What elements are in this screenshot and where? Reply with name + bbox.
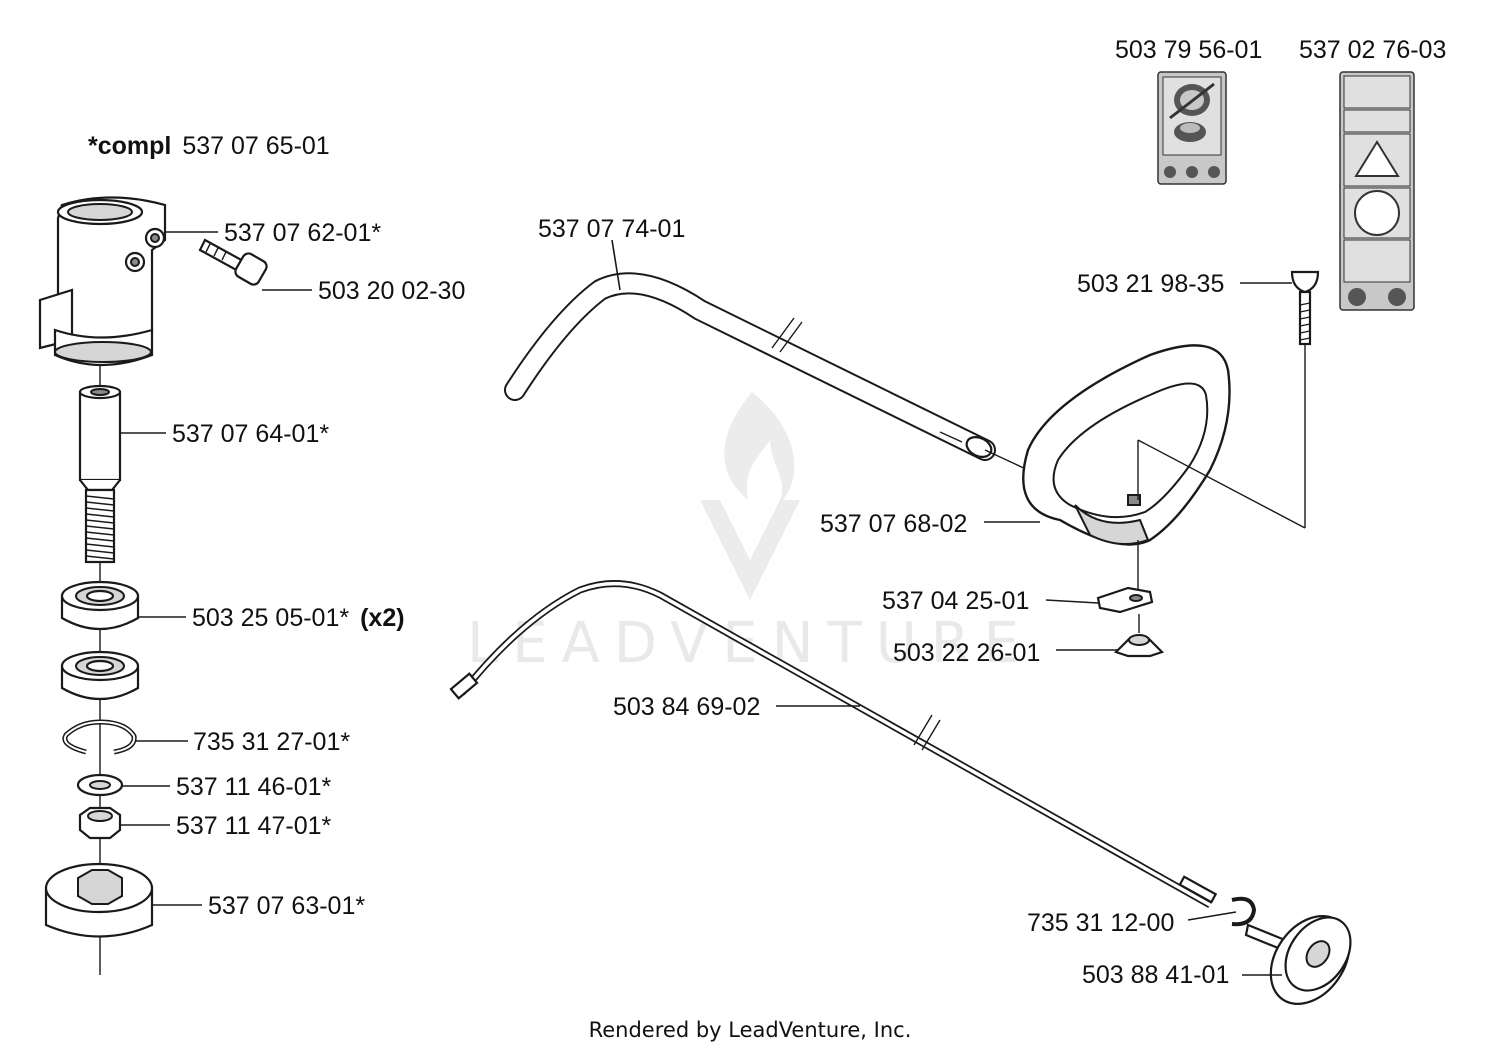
ball-bearing-upper — [60, 580, 140, 631]
label-537042501: 537 04 25-01 — [882, 587, 1029, 615]
clamp-screw — [198, 238, 268, 286]
label-735311200: 735 31 12-00 — [1027, 909, 1174, 937]
drive-shaft — [449, 580, 1218, 909]
drive-cup — [44, 862, 154, 938]
label-537076201: 537 07 62-01* — [224, 219, 381, 247]
handle-tube — [504, 272, 1029, 471]
label-735312701: 735 31 27-01* — [193, 728, 350, 756]
label-503884101: 503 88 41-01 — [1082, 961, 1229, 989]
label-texts: *compl 537 07 65-01 537 07 62-01* 503 20… — [88, 36, 1446, 989]
kit-prefix: *compl — [88, 132, 171, 160]
retaining-ring — [62, 719, 137, 755]
left-leaders — [120, 231, 312, 906]
label-537076301: 537 07 63-01* — [208, 892, 365, 920]
label-503846902: 503 84 69-02 — [613, 693, 760, 721]
label-537114701: 537 11 47-01* — [176, 812, 331, 840]
label-503250501-qty: (x2) — [360, 604, 404, 632]
wing-nut — [1113, 614, 1165, 658]
label-537114601: 537 11 46-01* — [176, 773, 331, 801]
carriage-bolt — [1290, 270, 1320, 528]
label-537076802: 537 07 68-02 — [820, 510, 967, 538]
gear-head-housing — [38, 196, 167, 367]
label-537076401: 537 07 64-01* — [172, 420, 329, 448]
decal-trimmer — [1157, 71, 1227, 185]
ball-bearing-lower — [60, 650, 140, 701]
right-leaders — [611, 239, 1292, 976]
lock-nut — [78, 806, 122, 840]
label-537027603: 537 02 76-03 — [1299, 36, 1446, 64]
spindle-shaft — [78, 384, 122, 564]
label-537077401: 537 07 74-01 — [538, 215, 685, 243]
washer — [76, 773, 124, 797]
svg-text:*compl 537 07 65-01: *compl 537 07 65-01 — [88, 132, 330, 160]
drive-disc — [1244, 915, 1352, 1005]
label-503219835: 503 21 98-35 — [1077, 270, 1224, 298]
decal-safety — [1339, 71, 1415, 311]
footer-credit: Rendered by LeadVenture, Inc. — [589, 1018, 912, 1042]
kit-number: 537 07 65-01 — [182, 132, 329, 160]
circlip — [1231, 896, 1257, 927]
label-503200230: 503 20 02-30 — [318, 277, 465, 305]
label-503795601: 503 79 56-01 — [1115, 36, 1262, 64]
label-503250501: 503 25 05-01* — [192, 604, 349, 632]
svg-text:503 25 05-01* (x2): 503 25 05-01* (x2) — [192, 604, 405, 632]
loop-handle — [1022, 344, 1306, 590]
label-503222601: 503 22 26-01 — [893, 639, 1040, 667]
handle-clamp — [1096, 586, 1154, 614]
